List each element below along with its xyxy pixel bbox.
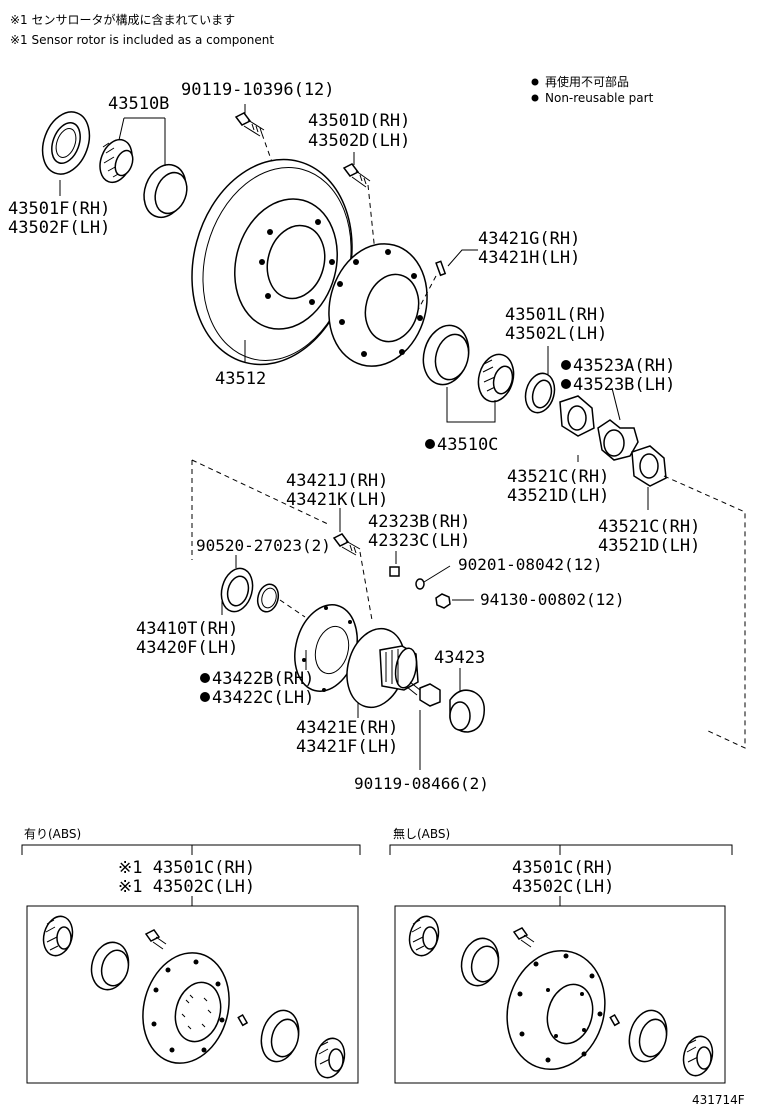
leader-43421G (447, 249, 478, 267)
label-43421E: 43421E(RH) (296, 718, 398, 738)
hub-cap-43423 (449, 689, 486, 733)
label-43501L: 43501L(RH) (505, 305, 607, 325)
note-japanese: ※1 センサロータが構成に含まれています (10, 12, 235, 27)
label-43512: 43512 (215, 369, 266, 389)
label-43410T: 43410T(RH) (136, 619, 238, 639)
leader-43510C (446, 387, 496, 423)
bolt-90119-08466 (406, 681, 441, 707)
bracket-without-abs (389, 844, 733, 855)
label-43421H: 43421H(LH) (478, 248, 580, 268)
hub-bolt-43421J (332, 533, 361, 556)
lock-nut-43521C-a (559, 395, 595, 437)
leader-43523A (611, 387, 621, 421)
leader-43510B (118, 117, 166, 166)
label-43521C-b: 43521C(RH) (598, 517, 700, 537)
label-43420F: 43420F(LH) (136, 638, 238, 658)
label-43421K: 43421K(LH) (286, 490, 388, 510)
oil-seal-43410T (220, 567, 254, 613)
label-43521D-b: 43521D(LH) (598, 536, 700, 556)
nut-94130 (435, 593, 451, 609)
assembly-box-without-abs (394, 905, 726, 1084)
hub-bolt-43421G (435, 260, 447, 277)
label-43423: 43423 (434, 648, 485, 668)
label-94130-00802: 94130-00802(12) (480, 590, 625, 609)
label-90119-10396: 90119-10396(12) (181, 80, 335, 100)
label-43510C: 43510C (437, 435, 498, 455)
flange-43421E (346, 627, 419, 709)
assembly-with-abs (42, 915, 346, 1079)
non-reusable-dot-icon (200, 692, 210, 702)
washer-43501L (524, 372, 556, 414)
label-43421J: 43421J(RH) (286, 471, 388, 491)
legend-dot-icon (531, 94, 539, 102)
lock-nut-43521C-b (631, 445, 667, 487)
washer-90201 (415, 578, 425, 590)
bracket-with-abs (21, 844, 361, 855)
label-42323B: 42323B(RH) (368, 512, 470, 532)
label-90520-27023: 90520-27023(2) (196, 536, 331, 555)
label-abs-43502C: ※1 43502C(LH) (118, 877, 255, 897)
label-43422C: 43422C(LH) (212, 688, 314, 708)
label-43521D-a: 43521D(LH) (507, 486, 609, 506)
bearing-cup-43510C (422, 324, 470, 386)
legend-dot-icon (531, 78, 539, 86)
label-43502F: 43502F(LH) (8, 218, 110, 238)
bolt-43501D (342, 163, 371, 188)
bearing-cup-43510B (143, 163, 188, 219)
section-heading-without-abs: 無し(ABS) (393, 826, 450, 841)
legend-japanese: 再使用不可部品 (545, 74, 629, 89)
label-43523A: 43523A(RH) (573, 356, 675, 376)
non-reusable-dot-icon (200, 673, 210, 683)
assembly-without-abs (408, 915, 714, 1077)
label-noabs-43502C: 43502C(LH) (512, 877, 614, 897)
legend-english: Non-reusable part (545, 91, 654, 105)
label-43501D: 43501D(RH) (308, 111, 410, 131)
label-43502D: 43502D(LH) (308, 131, 410, 151)
nut-42323B (389, 566, 400, 577)
bolt-90119-10396 (234, 112, 265, 137)
label-43421F: 43421F(LH) (296, 737, 398, 757)
label-noabs-43501C: 43501C(RH) (512, 858, 614, 878)
bearing-cone-43510B (99, 138, 134, 184)
label-43502L: 43502L(LH) (505, 324, 607, 344)
oil-seal-43501F (41, 111, 91, 175)
label-43421G: 43421G(RH) (478, 229, 580, 249)
leader-90201 (423, 565, 451, 583)
snap-ring-90520 (256, 583, 280, 613)
section-heading-with-abs: 有り(ABS) (24, 827, 81, 841)
non-reusable-dot-icon (561, 360, 571, 370)
disc-rotor-43512 (191, 158, 353, 366)
note-english: ※1 Sensor rotor is included as a compone… (10, 33, 274, 47)
lock-washer-43523A (597, 419, 639, 461)
axle-hub-43501D (328, 243, 428, 367)
label-43521C-a: 43521C(RH) (507, 467, 609, 487)
diagram-id: 431714F (692, 1093, 745, 1107)
label-43501F: 43501F(RH) (8, 199, 110, 219)
assembly-box-with-abs (26, 905, 359, 1084)
non-reusable-dot-icon (561, 379, 571, 389)
gasket-43422B (294, 604, 358, 692)
label-abs-43501C: ※1 43501C(RH) (118, 858, 255, 878)
label-90201-08042: 90201-08042(12) (458, 555, 603, 574)
non-reusable-dot-icon (425, 439, 435, 449)
label-43510B: 43510B (108, 94, 169, 114)
label-43523B: 43523B(LH) (573, 375, 675, 395)
label-43422B: 43422B(RH) (212, 669, 314, 689)
label-42323C: 42323C(LH) (368, 531, 470, 551)
bearing-cone-43510C (477, 353, 515, 403)
label-90119-08466: 90119-08466(2) (354, 774, 489, 793)
